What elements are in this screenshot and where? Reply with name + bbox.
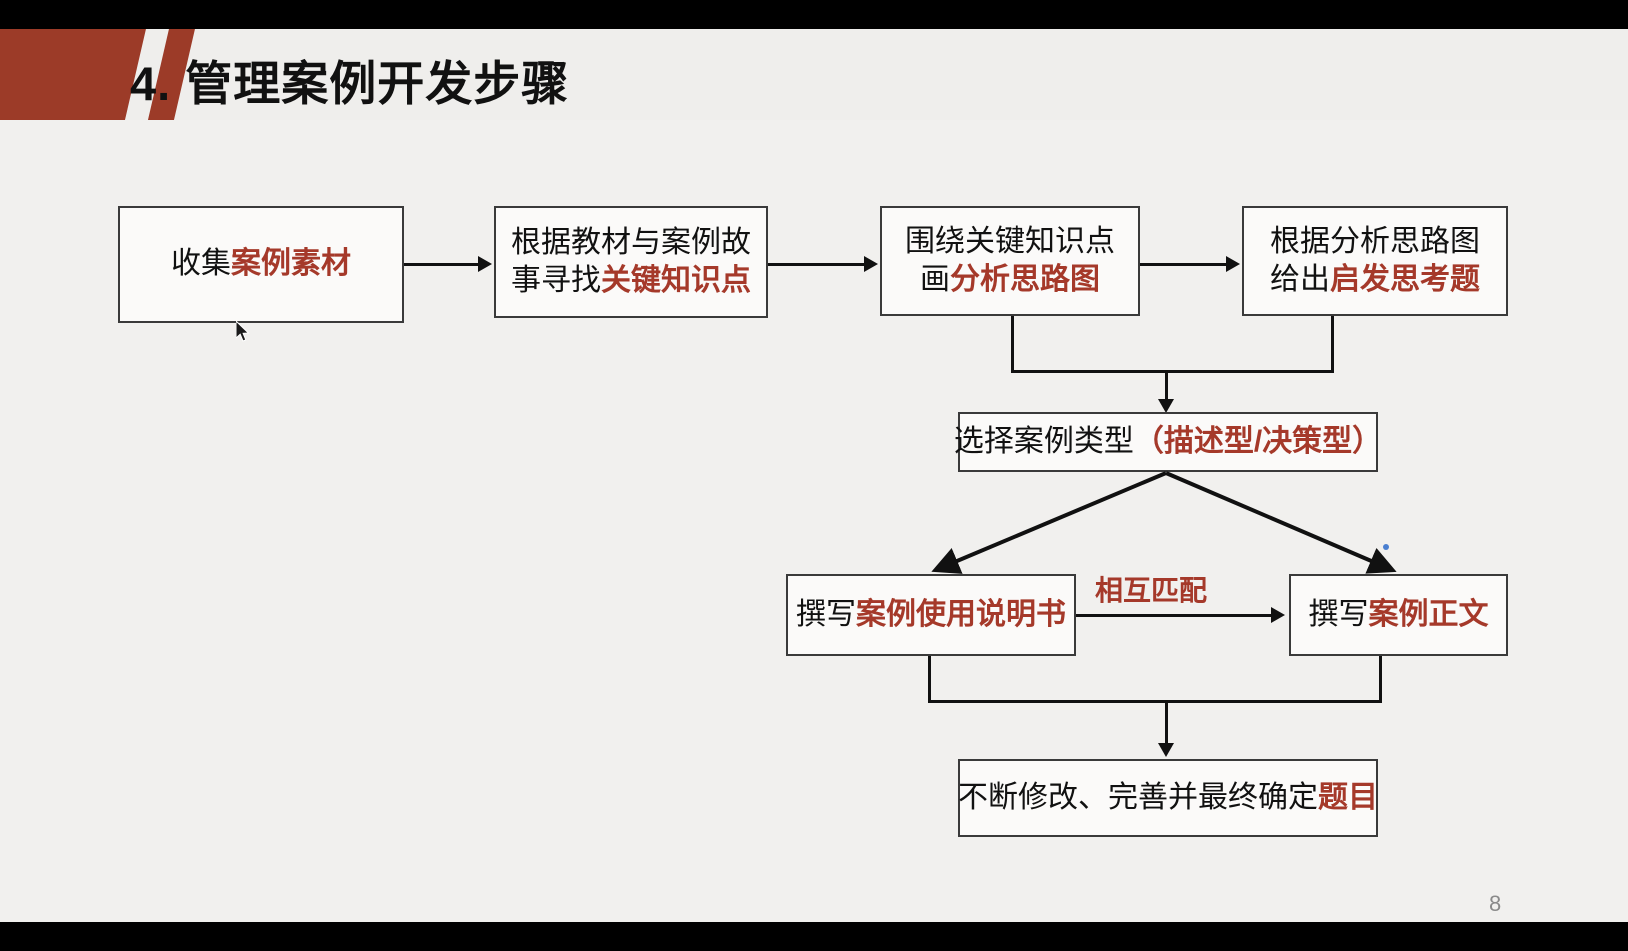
connector-line — [1076, 614, 1273, 617]
flow-text-highlight: （描述型/决策型） — [1133, 424, 1383, 458]
flow-box-line: 给出启发思考题 — [1270, 261, 1480, 299]
stray-blue-dot — [1383, 544, 1389, 550]
mouse-cursor-icon — [236, 321, 250, 342]
banner-block-decoration — [0, 29, 149, 120]
slide-canvas: 4. 管理案例开发步骤 收集案例素材 根据教材与案例故 事寻找关键知识点 围绕关… — [0, 29, 1628, 922]
flow-text-plain: 画 — [920, 263, 950, 296]
flow-box-find-key-points[interactable]: 根据教材与案例故 事寻找关键知识点 — [494, 206, 768, 318]
arrow-head-icon — [478, 256, 492, 272]
flow-text-plain: 根据教材与案例故 — [511, 225, 751, 259]
match-label: 相互匹配 — [1095, 575, 1208, 606]
arrow-head-icon — [1226, 256, 1240, 272]
flow-text-plain: 撰写 — [796, 597, 856, 631]
connector-line — [928, 656, 931, 702]
flow-box-line: 撰写案例正文 — [1309, 596, 1489, 634]
connector-line — [928, 700, 1382, 703]
connector-line — [1140, 263, 1228, 266]
flow-box-finalize-title[interactable]: 不断修改、完善并最终确定题目 — [958, 759, 1378, 837]
arrow-head-icon — [1158, 399, 1174, 413]
fanout-arrows-group — [931, 471, 1397, 574]
flow-box-collect-material[interactable]: 收集案例素材 — [118, 206, 404, 323]
arrow-head-icon — [864, 256, 878, 272]
connector-line — [1379, 656, 1382, 702]
flow-text-highlight: 案例使用说明书 — [856, 597, 1066, 631]
flow-box-line: 撰写案例使用说明书 — [796, 596, 1066, 634]
flow-text-highlight: 启发思考题 — [1330, 263, 1480, 296]
connector-arrow-to-manual — [931, 471, 1167, 574]
flow-box-write-body-text[interactable]: 撰写案例正文 — [1289, 574, 1508, 656]
flow-text-plain: 不断修改、完善并最终确定 — [958, 780, 1318, 814]
flow-text-highlight: 案例正文 — [1368, 597, 1489, 631]
connector-line — [768, 263, 866, 266]
flow-box-line: 选择案例类型（描述型/决策型） — [954, 423, 1382, 461]
slide-header: 4. 管理案例开发步骤 — [0, 29, 1628, 120]
flow-box-line: 根据教材与案例故 — [511, 224, 751, 262]
flow-text-plain: 围绕关键知识点 — [905, 224, 1115, 258]
flow-box-write-manual[interactable]: 撰写案例使用说明书 — [786, 574, 1076, 656]
flow-box-line: 事寻找关键知识点 — [511, 262, 751, 300]
connector-line — [404, 263, 480, 266]
flow-text-highlight: 关键知识点 — [601, 264, 751, 297]
flow-text-plain: 选择案例类型 — [953, 424, 1134, 458]
flow-text-plain: 收集 — [171, 247, 231, 281]
flow-text-highlight: 案例素材 — [231, 247, 351, 281]
flow-box-inspiration-questions[interactable]: 根据分析思路图 给出启发思考题 — [1242, 206, 1508, 316]
flow-box-line: 不断修改、完善并最终确定题目 — [958, 779, 1378, 817]
flow-box-choose-case-type[interactable]: 选择案例类型（描述型/决策型） — [954, 412, 1382, 472]
page-title: 4. 管理案例开发步骤 — [130, 57, 570, 110]
flow-box-line: 收集案例素材 — [171, 245, 351, 283]
flow-text-plain: 给出 — [1270, 263, 1330, 296]
arrow-head-icon — [1158, 743, 1174, 757]
flow-box-line: 画分析思路图 — [920, 261, 1100, 299]
connector-line — [1011, 370, 1334, 373]
page-number: 8 — [1489, 891, 1502, 916]
connector-line — [1165, 370, 1168, 402]
flow-text-plain: 事寻找 — [511, 264, 601, 297]
connector-line — [1331, 316, 1334, 372]
connector-line — [1165, 700, 1168, 745]
connector-line — [1011, 316, 1014, 372]
flow-box-line: 围绕关键知识点 — [905, 223, 1115, 261]
flow-text-highlight: 分析思路图 — [950, 263, 1100, 296]
arrow-head-icon — [1271, 607, 1285, 623]
flow-box-draw-analysis-map[interactable]: 围绕关键知识点 画分析思路图 — [880, 206, 1140, 316]
flow-box-line: 根据分析思路图 — [1270, 223, 1480, 261]
flow-text-highlight: 题目 — [1318, 780, 1378, 814]
connector-arrow-to-body — [1165, 471, 1397, 574]
flow-text-plain: 撰写 — [1308, 597, 1369, 631]
flow-text-plain: 根据分析思路图 — [1270, 224, 1480, 258]
